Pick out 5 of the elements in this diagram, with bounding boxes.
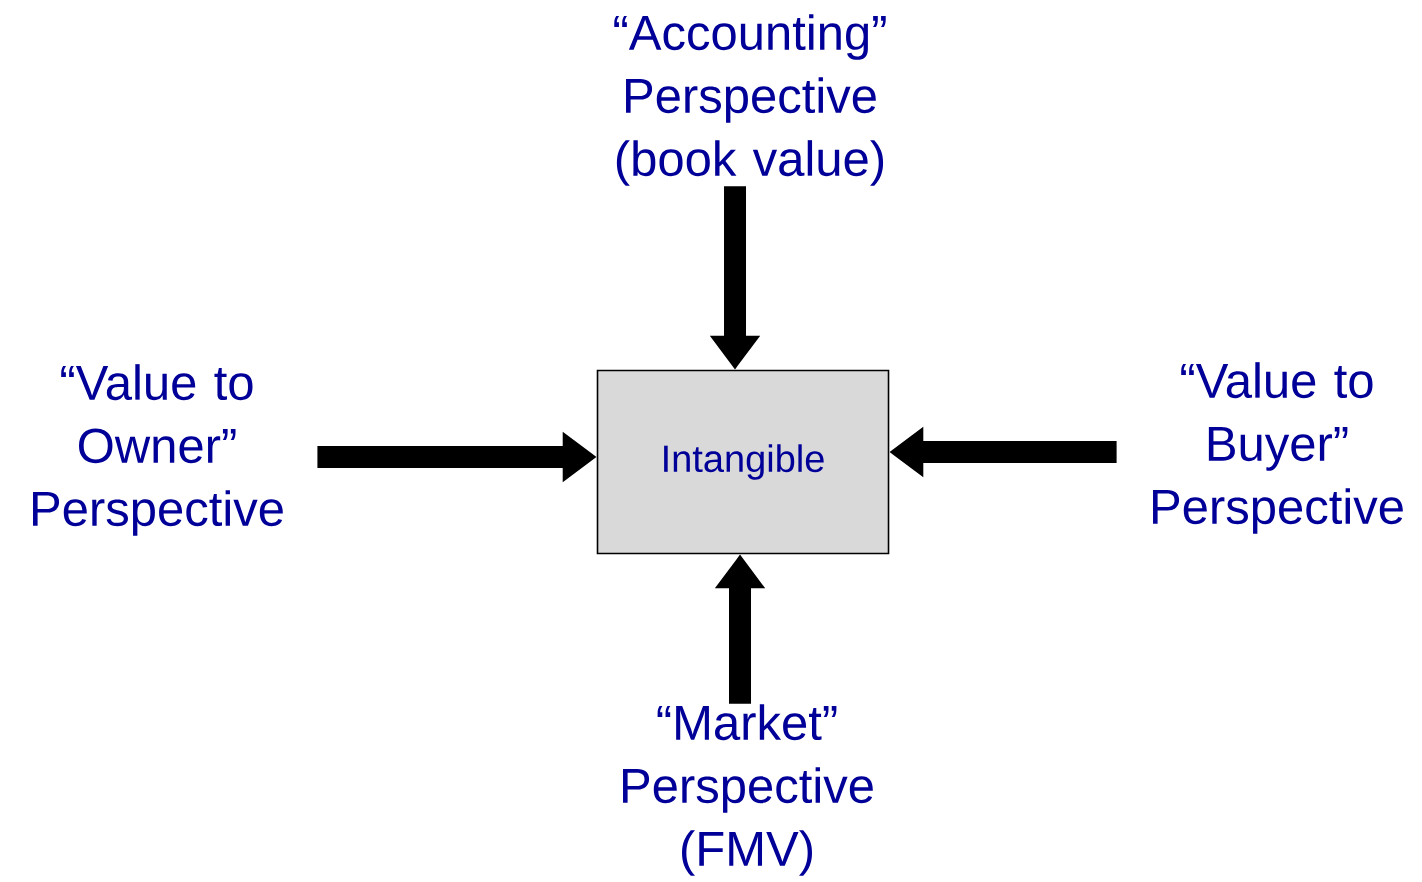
perspective-label: “Value to Owner” Perspective bbox=[33, 364, 283, 536]
process-box: Intangible bbox=[596, 369, 890, 555]
perspective-label: “Market” Perspective (FMV) bbox=[623, 704, 873, 876]
perspective-label: “Value to Buyer” Perspective bbox=[1153, 362, 1403, 534]
perspective-label: “Accounting” Perspective (book value) bbox=[614, 14, 886, 186]
